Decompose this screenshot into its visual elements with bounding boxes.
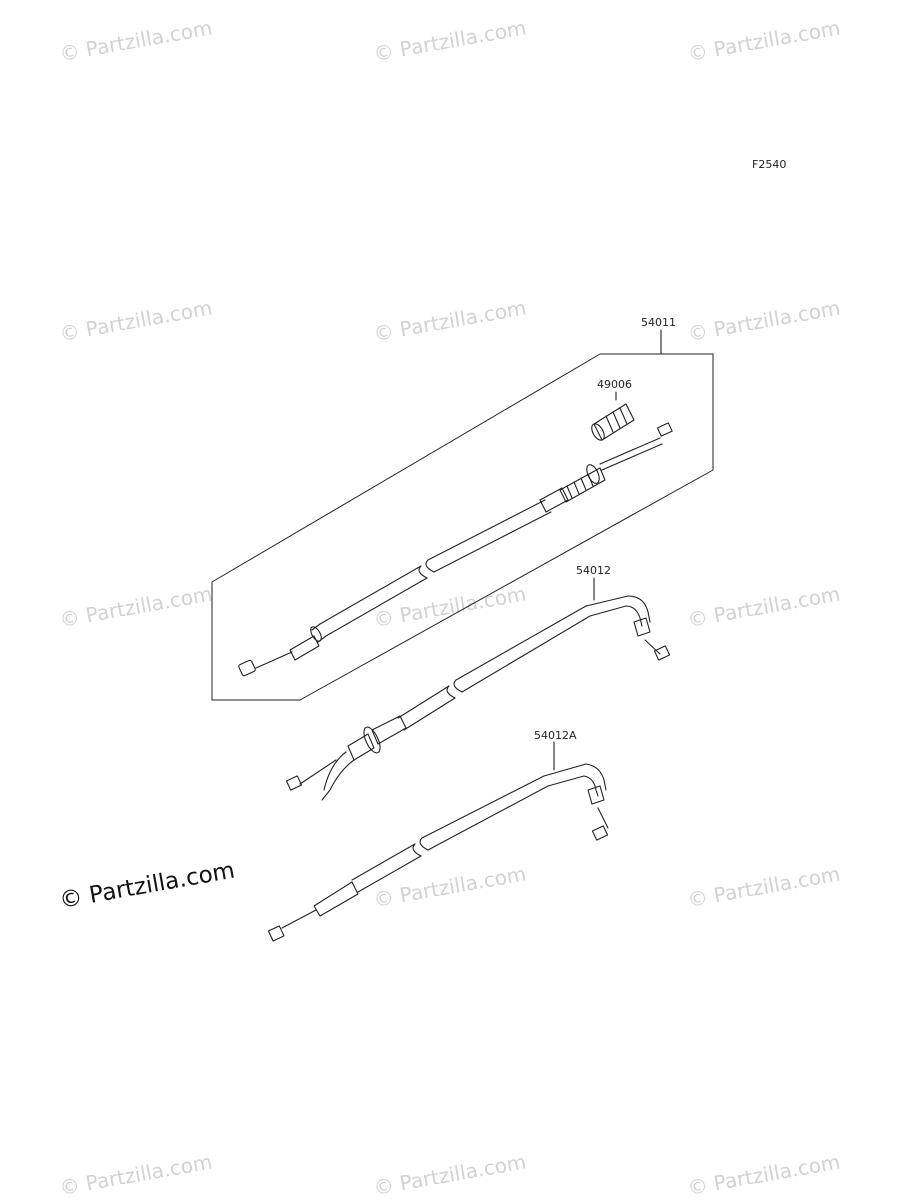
figure-code: F2540 [752, 158, 787, 171]
assembly-outline [211, 353, 714, 701]
clutch-cable [238, 422, 673, 677]
throttle-cable-54012 [285, 577, 671, 801]
part-label-54011: 54011 [641, 316, 676, 329]
part-label-54012A: 54012A [534, 729, 577, 742]
throttle-cable-54012A [267, 741, 609, 942]
part-label-54012: 54012 [576, 564, 611, 577]
boot-49006 [591, 403, 635, 441]
part-label-49006: 49006 [597, 378, 632, 391]
